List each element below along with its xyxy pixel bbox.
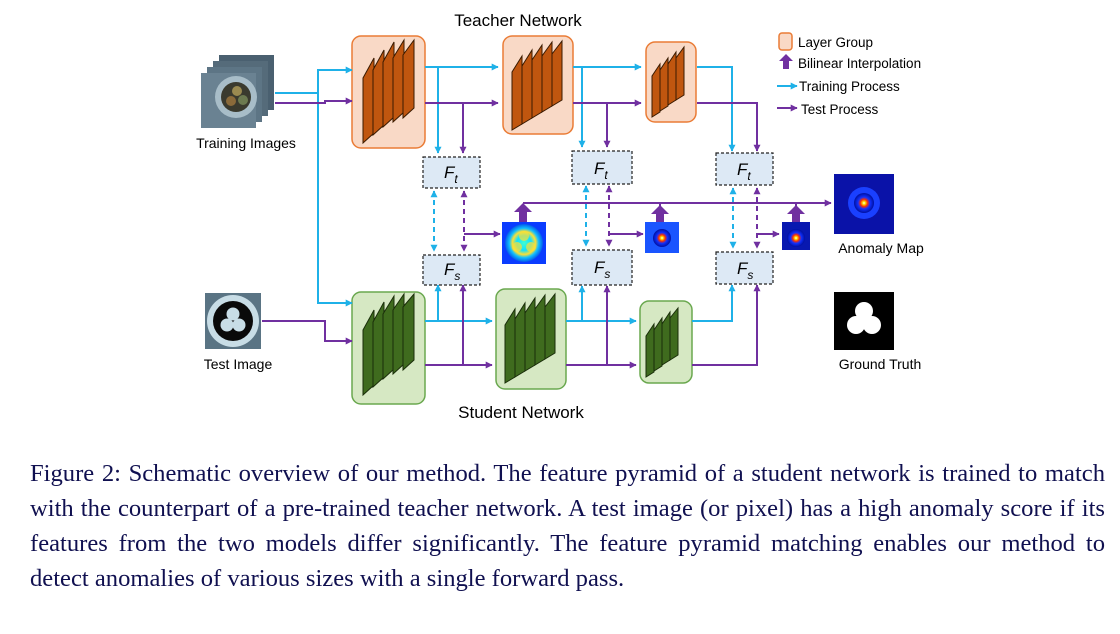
teacher-layer-group-1	[351, 35, 426, 149]
anomaly-map-level-2	[645, 222, 679, 253]
student-layer-group-1	[351, 291, 426, 405]
test-image-label: Test Image	[204, 356, 273, 372]
training-images-label: Training Images	[196, 135, 296, 151]
teacher-feature-3: Ft	[715, 152, 774, 186]
test-image	[205, 293, 261, 349]
legend-training-label: Training Process	[799, 79, 900, 94]
legend-layer-group-swatch	[778, 32, 793, 51]
legend: Layer Group Bilinear Interpolation Train…	[777, 32, 921, 117]
anomaly-map-final	[834, 174, 894, 234]
teacher-layer-group-2	[502, 35, 574, 135]
student-network-title: Student Network	[458, 403, 584, 422]
svg-text:Fs: Fs	[737, 259, 753, 282]
difference-arrows	[464, 199, 832, 238]
teacher-feature-2: Ft	[571, 150, 633, 185]
anomaly-map-label: Anomaly Map	[838, 240, 924, 256]
student-feature-1: Fs	[422, 254, 481, 286]
bilinear-up-arrow-2	[651, 205, 669, 222]
svg-text:Ft: Ft	[444, 163, 458, 186]
svg-text:Fs: Fs	[594, 258, 610, 281]
teacher-network-title: Teacher Network	[454, 11, 582, 30]
legend-bilinear-label: Bilinear Interpolation	[798, 56, 921, 71]
teacher-feature-1: Ft	[422, 156, 481, 189]
anomaly-map-level-1	[502, 222, 546, 264]
bilinear-up-arrow-3	[787, 205, 805, 222]
training-arrows	[275, 63, 736, 325]
figure-caption: Figure 2: Schematic overview of our meth…	[30, 460, 1105, 592]
teacher-layer-group-3	[645, 41, 697, 123]
svg-text:Fs: Fs	[444, 260, 460, 283]
ground-truth-image	[834, 292, 894, 350]
svg-text:Ft: Ft	[594, 159, 608, 182]
bilinear-up-arrow-1	[514, 203, 532, 222]
comparison-arrows	[430, 185, 761, 252]
legend-layer-group-label: Layer Group	[798, 35, 873, 50]
anomaly-map-level-3	[782, 222, 810, 250]
student-feature-2: Fs	[571, 249, 633, 286]
legend-bilinear-icon	[779, 54, 793, 69]
training-images	[201, 55, 274, 128]
student-layer-group-3	[639, 300, 693, 384]
svg-text:Ft: Ft	[737, 160, 751, 183]
student-feature-3: Fs	[715, 251, 774, 285]
student-layer-group-2	[495, 288, 567, 390]
method-diagram: Teacher Network Student Network Layer Gr…	[196, 11, 924, 422]
ground-truth-label: Ground Truth	[839, 356, 922, 372]
legend-test-label: Test Process	[801, 102, 879, 117]
test-arrows	[262, 97, 761, 369]
